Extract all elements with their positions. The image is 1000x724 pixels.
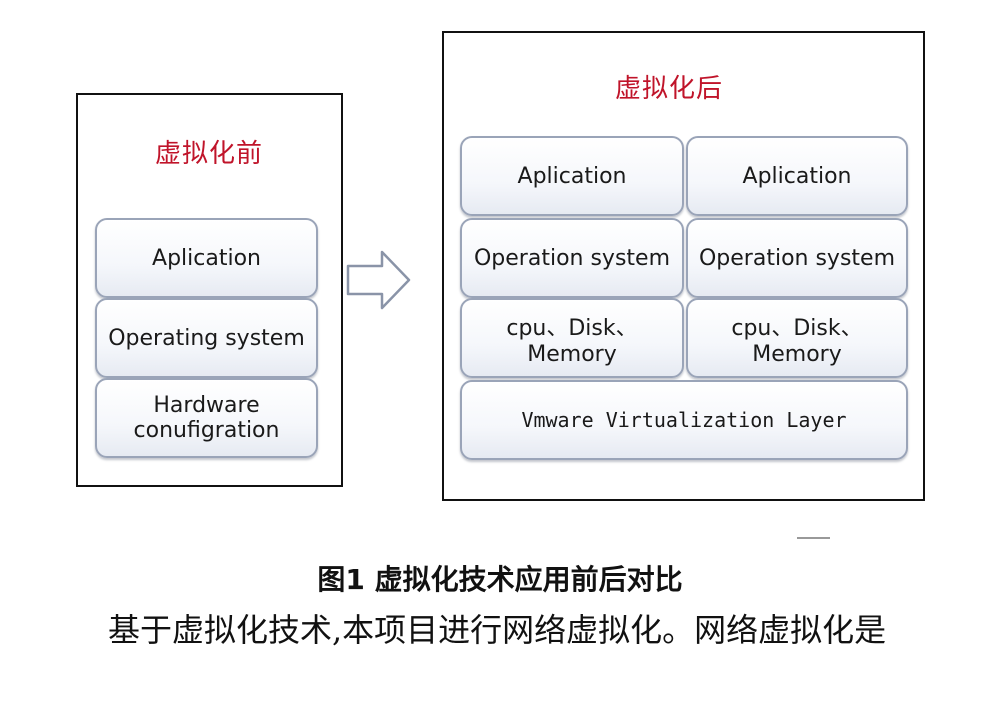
figure-caption: 图1 虚拟化技术应用前后对比: [317, 563, 683, 596]
right-arrow-icon: [346, 250, 411, 310]
vm1-application-layer: Aplication: [460, 136, 684, 216]
vm2-hardware-layer: cpu、Disk、Memory: [686, 298, 908, 378]
vm1-os-layer: Operation system: [460, 218, 684, 298]
after-panel-title: 虚拟化后: [615, 74, 724, 104]
vm1-hardware-layer: cpu、Disk、Memory: [460, 298, 684, 378]
before-panel-title: 虚拟化前: [155, 139, 264, 169]
vm2-os-layer: Operation system: [686, 218, 908, 298]
before-os-layer: Operating system: [95, 298, 318, 378]
before-application-layer: Aplication: [95, 218, 318, 298]
body-paragraph: 基于虚拟化技术,本项目进行网络虚拟化。网络虚拟化是: [108, 611, 887, 649]
virtualization-layer: Vmware Virtualization Layer: [460, 380, 908, 460]
before-hardware-layer: Hardware conufigration: [95, 378, 318, 458]
vm2-application-layer: Aplication: [686, 136, 908, 216]
decorative-dash: [797, 537, 830, 539]
